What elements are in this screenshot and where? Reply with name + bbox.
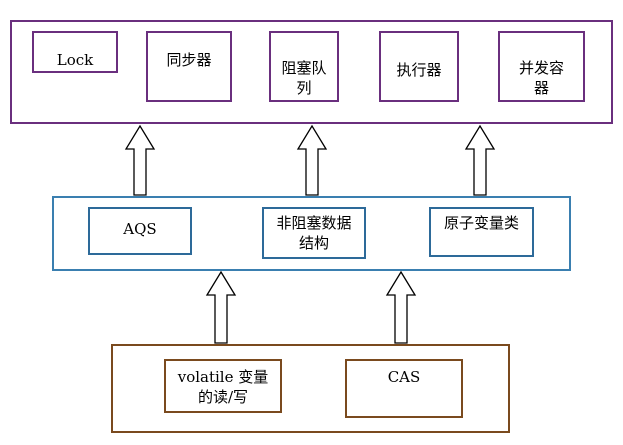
executor-label: 执行器 — [396, 61, 442, 79]
volatile-box: volatile 变量的读/写 — [164, 359, 282, 413]
atomic-variable-box: 原子变量类 — [429, 207, 534, 257]
arrow-up-5 — [385, 270, 417, 344]
cas-box: CAS — [345, 359, 463, 418]
executor-box: 执行器 — [379, 31, 459, 102]
arrow-up-3 — [464, 124, 496, 196]
blocking-queue-label: 阻塞队列 — [281, 59, 327, 97]
concurrent-container-box: 并发容器 — [498, 31, 585, 102]
volatile-label: volatile 变量的读/写 — [177, 368, 269, 406]
atomic-variable-label: 原子变量类 — [443, 214, 519, 232]
synchronizer-box: 同步器 — [146, 31, 232, 102]
aqs-label: AQS — [123, 220, 157, 238]
non-blocking-data-structure-label: 非阻塞数据结构 — [276, 214, 352, 252]
lock-label: Lock — [56, 51, 94, 69]
arrow-up-1 — [124, 124, 156, 196]
concurrent-container-label: 并发容器 — [518, 59, 564, 97]
arrow-up-4 — [205, 270, 237, 344]
synchronizer-label: 同步器 — [166, 51, 212, 69]
cas-label: CAS — [387, 368, 421, 386]
lock-box: Lock — [32, 31, 118, 73]
arrow-up-2 — [296, 124, 328, 196]
blocking-queue-box: 阻塞队列 — [269, 31, 339, 102]
aqs-box: AQS — [88, 207, 192, 255]
non-blocking-data-structure-box: 非阻塞数据结构 — [262, 207, 366, 259]
